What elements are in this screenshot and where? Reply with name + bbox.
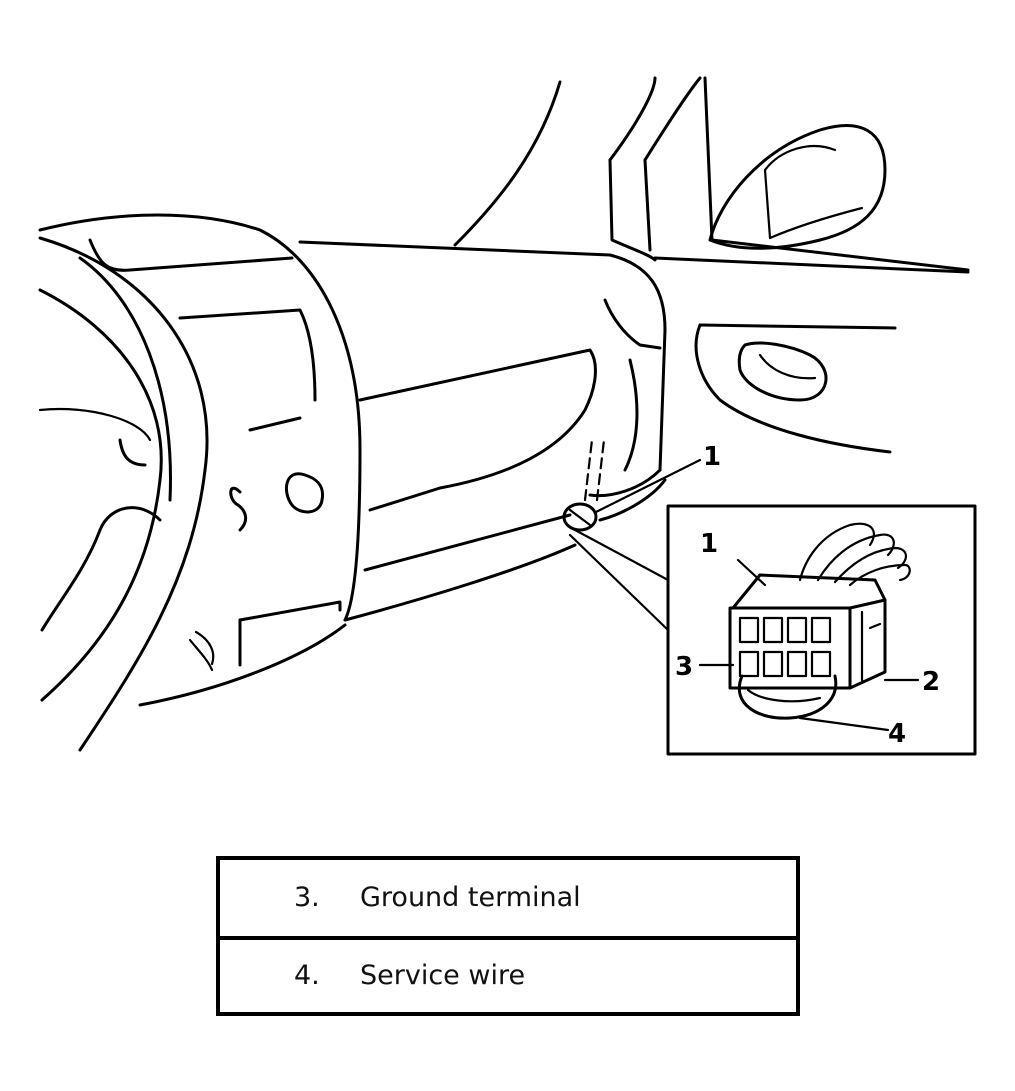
inset-leader-lines xyxy=(568,528,670,632)
callout-inset-3: 3 xyxy=(675,652,693,682)
connector-inset xyxy=(666,504,977,756)
callout-leaders xyxy=(698,558,920,732)
steering-column xyxy=(38,213,362,707)
side-mirror xyxy=(708,124,887,250)
door-panel xyxy=(694,323,897,454)
dashboard-diagram: 1 1 3 2 4 xyxy=(38,76,977,756)
steering-wheel xyxy=(38,236,215,752)
legend-label: Service wire xyxy=(360,960,526,991)
legend-label: Ground terminal xyxy=(360,882,581,913)
callout-inset-2: 2 xyxy=(922,667,940,697)
callout-inset-1: 1 xyxy=(700,529,718,559)
legend-number: 3. xyxy=(294,882,320,913)
callout-main-1: 1 xyxy=(703,442,721,472)
legend-table: 3. Ground terminal 4. Service wire xyxy=(216,856,800,1016)
legend-number: 4. xyxy=(294,960,320,991)
legend-row: 3. Ground terminal xyxy=(220,860,796,936)
legend-row: 4. Service wire xyxy=(220,936,796,1008)
callout-inset-4: 4 xyxy=(888,719,906,749)
connector-location xyxy=(562,438,702,532)
